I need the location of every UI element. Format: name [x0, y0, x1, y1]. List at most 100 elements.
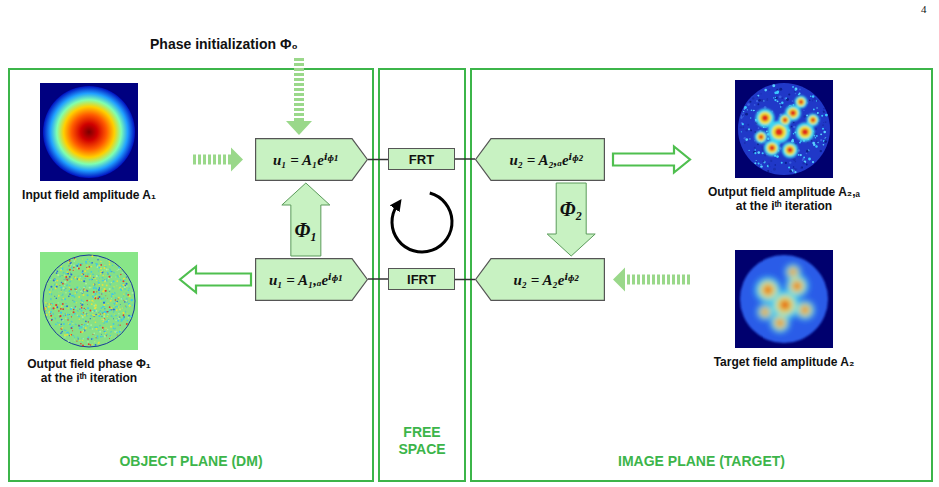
- image-speckle: [823, 131, 826, 134]
- image-speckle: [776, 89, 778, 91]
- image-speckle: [51, 319, 53, 321]
- image-speckle: [113, 323, 115, 325]
- image-speckle: [97, 265, 98, 266]
- image-speckle: [788, 93, 790, 95]
- image-speckle: [773, 97, 774, 98]
- image-speckle: [760, 164, 761, 165]
- image-speckle: [104, 330, 106, 332]
- image-speckle: [55, 323, 57, 325]
- image-speckle: [62, 308, 64, 310]
- image-speckle: [91, 279, 93, 281]
- image-speckle: [50, 303, 51, 304]
- image-speckle: [93, 278, 94, 279]
- image-speckle: [60, 312, 62, 314]
- image-speckle: [771, 171, 772, 172]
- image-speckle: [123, 284, 124, 285]
- image-speckle: [105, 275, 107, 277]
- image-speckle: [110, 307, 112, 309]
- image-blob: [760, 307, 771, 318]
- image-speckle: [93, 287, 95, 289]
- image-speckle: [90, 344, 92, 346]
- image-speckle: [94, 295, 95, 296]
- image-speckle: [91, 279, 92, 280]
- image-speckle: [69, 260, 71, 262]
- image-speckle: [121, 298, 123, 300]
- image-speckle: [793, 166, 794, 167]
- image-speckle: [83, 319, 84, 320]
- image-speckle: [62, 283, 64, 285]
- image-speckle: [113, 327, 115, 329]
- edge-label: Φ₁: [294, 218, 317, 241]
- image-speckle: [88, 266, 90, 268]
- image-speckle: [119, 308, 121, 310]
- image-speckle: [97, 342, 99, 344]
- image-speckle: [85, 275, 87, 277]
- image-speckle: [77, 258, 79, 260]
- image-speckle: [80, 343, 82, 345]
- image-speckle: [68, 273, 70, 275]
- image-speckle: [83, 329, 85, 331]
- image-blob: [799, 126, 812, 139]
- image-speckle: [792, 86, 794, 88]
- image-speckle: [822, 124, 824, 126]
- image-blob: [775, 128, 783, 136]
- image-speckle: [96, 337, 97, 338]
- image-speckle: [90, 318, 91, 319]
- image-speckle: [65, 276, 67, 278]
- image-blob: [790, 279, 805, 294]
- image-speckle: [75, 289, 76, 290]
- image-speckle: [823, 144, 825, 146]
- image-speckle: [78, 325, 80, 327]
- image-speckle: [67, 314, 69, 316]
- image-speckle: [83, 290, 85, 292]
- image-speckle: [130, 315, 132, 317]
- image-speckle: [80, 303, 81, 304]
- image-speckle: [66, 332, 68, 334]
- image-speckle: [55, 271, 56, 272]
- image-speckle: [108, 292, 110, 294]
- image-speckle: [129, 305, 131, 307]
- image-speckle: [50, 315, 52, 317]
- image-speckle: [83, 289, 85, 291]
- image-speckle: [749, 101, 751, 103]
- image-speckle: [56, 280, 58, 282]
- image-speckle: [49, 306, 51, 308]
- image-blob: [797, 98, 805, 106]
- image-speckle: [90, 275, 91, 276]
- image-speckle: [740, 126, 742, 128]
- image-speckle: [121, 289, 123, 291]
- image-speckle: [111, 276, 112, 277]
- image-speckle: [101, 312, 102, 313]
- image-speckle: [799, 88, 801, 90]
- image-speckle: [84, 302, 86, 304]
- image-speckle: [754, 152, 756, 154]
- image-speckle: [98, 270, 99, 271]
- image-speckle: [78, 287, 79, 288]
- image-speckle: [86, 300, 88, 302]
- image-speckle: [74, 277, 76, 279]
- image-speckle: [67, 284, 68, 285]
- image-speckle: [96, 291, 97, 292]
- dashed-shaft: [625, 275, 690, 285]
- image-speckle: [106, 285, 108, 287]
- image-speckle: [118, 313, 120, 315]
- image-speckle: [60, 324, 62, 326]
- image-speckle: [122, 284, 124, 286]
- connector: [613, 147, 690, 173]
- image-speckle: [823, 122, 824, 123]
- image-speckle: [123, 318, 125, 320]
- image-speckle: [105, 330, 107, 332]
- image-speckle: [102, 329, 103, 330]
- image-speckle: [119, 276, 120, 277]
- field-box: u₁ = A₁eⁱᶲ¹: [255, 138, 368, 181]
- image-speckle: [103, 318, 105, 320]
- image-speckle: [101, 333, 103, 335]
- image-speckle: [97, 266, 99, 268]
- image-speckle: [56, 283, 58, 285]
- image-speckle: [90, 324, 92, 326]
- image-speckle: [105, 295, 107, 297]
- image-speckle: [109, 264, 111, 266]
- image-speckle: [748, 128, 750, 130]
- image-speckle: [823, 111, 825, 113]
- image-speckle: [50, 298, 51, 299]
